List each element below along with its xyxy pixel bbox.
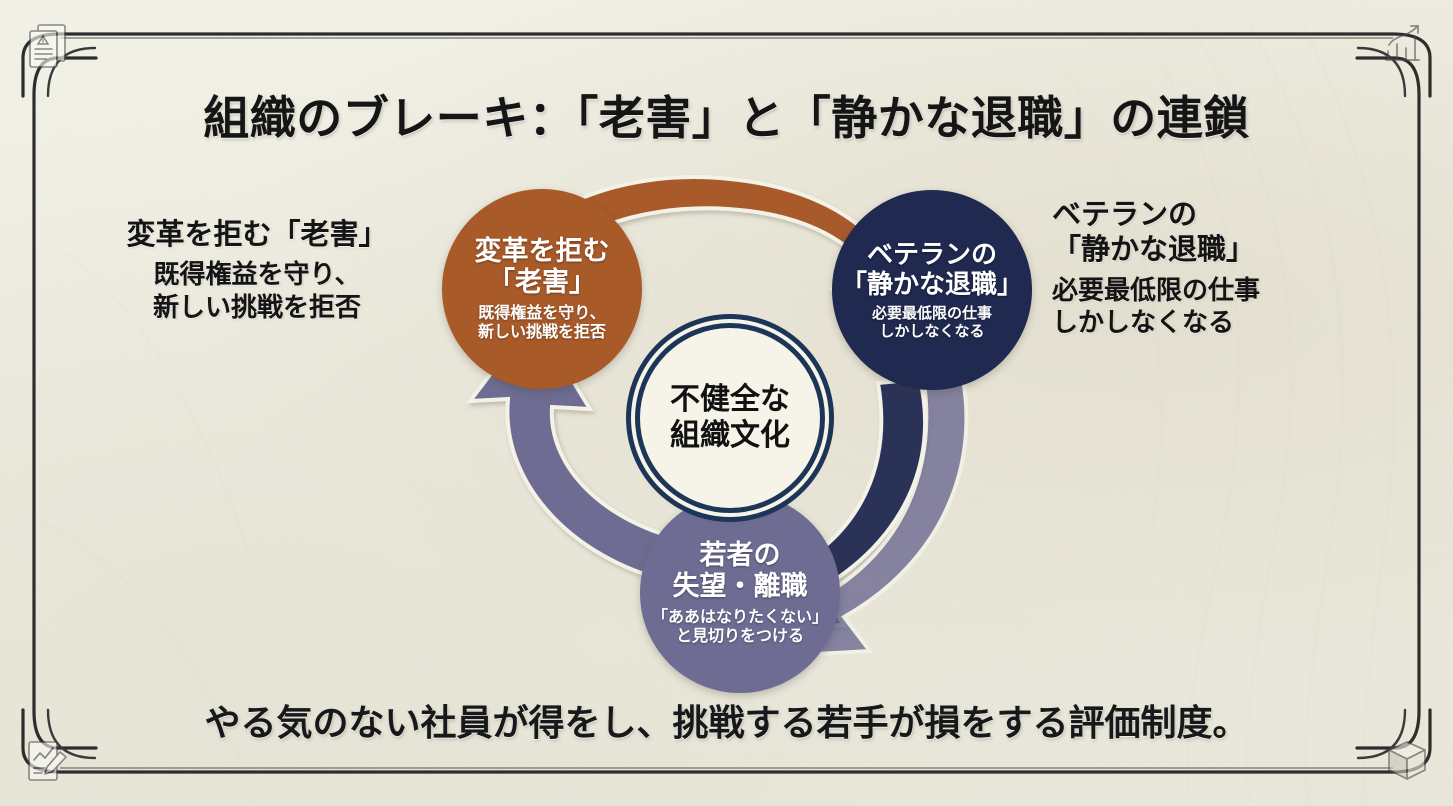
- node-quiet-quitting-title-line1: ベテランの: [866, 238, 997, 269]
- cube-box-icon: [1388, 741, 1426, 780]
- node-rojigai-title-line1: 変革を拒む: [474, 235, 610, 266]
- callout-right-body-line2: しかしなくなる: [1052, 307, 1235, 338]
- callout-right-heading-line1: ベテランの: [1052, 199, 1198, 231]
- node-quiet-quitting-title-line2: 「静かな退職」: [840, 269, 1023, 299]
- node-quiet-quitting-sub-line2: しかしなくなる: [879, 323, 985, 341]
- cycle-center-unhealthy-culture[interactable]: 不健全な 組織文化: [635, 323, 825, 513]
- node-youth-title-line1: 若者の: [699, 539, 781, 570]
- callout-left: 変革を拒む「老害」 既得権益を守り、 新しい挑戦を拒否: [92, 218, 422, 323]
- node-rojigai-sub-line1: 既得権益を守り、: [478, 305, 606, 323]
- node-youth-sub-line2: と見切りをつける: [675, 628, 804, 646]
- node-quiet-quitting-sub-line1: 必要最低限の仕事: [871, 305, 992, 323]
- page-title: 組織のブレーキ：「老害」と「静かな退職」の連鎖: [203, 92, 1250, 144]
- vicious-cycle-diagram: 変革を拒む 「老害」 既得権益を守り、 新しい挑戦を拒否 ベテランの 「静かな退…: [400, 165, 1080, 693]
- callout-right-body-line1: 必要最低限の仕事: [1052, 274, 1261, 305]
- bar-chart-growth-icon: [1385, 25, 1420, 61]
- cycle-node-rojigai[interactable]: 変革を拒む 「老害」 既得権益を守り、 新しい挑戦を拒否: [442, 189, 642, 389]
- node-rojigai-title-line2: 「老害」: [488, 266, 596, 297]
- node-rojigai-sub-line2: 新しい挑戦を拒否: [477, 324, 606, 342]
- center-label-line2: 組織文化: [670, 419, 790, 452]
- center-label-line1: 不健全な: [670, 383, 790, 416]
- node-youth-sub-line1: 「ああはなりたくない」: [651, 609, 828, 627]
- callout-right: ベテランの 「静かな退職」 必要最低限の仕事 しかしなくなる: [1052, 198, 1382, 339]
- cycle-node-quiet-quitting[interactable]: ベテランの 「静かな退職」 必要最低限の仕事 しかしなくなる: [832, 190, 1032, 390]
- bottom-statement: やる気のない社員が得をし、挑戦する若手が損をする評価制度。: [204, 702, 1249, 743]
- cycle-node-youth-attrition[interactable]: 若者の 失望・離職 「ああはなりたくない」 と見切りをつける: [640, 493, 840, 693]
- callout-left-body-line2: 新しい挑戦を拒否: [152, 291, 361, 322]
- callout-left-body-line1: 既得権益を守り、: [153, 259, 361, 290]
- node-youth-title-line2: 失望・離職: [672, 570, 808, 601]
- document-report-icon: [29, 24, 66, 68]
- callout-left-heading: 変革を拒む「老害」: [126, 219, 388, 251]
- callout-right-heading-line2: 「静かな退職」: [1052, 234, 1256, 267]
- chart-document-pen-icon: [28, 741, 67, 781]
